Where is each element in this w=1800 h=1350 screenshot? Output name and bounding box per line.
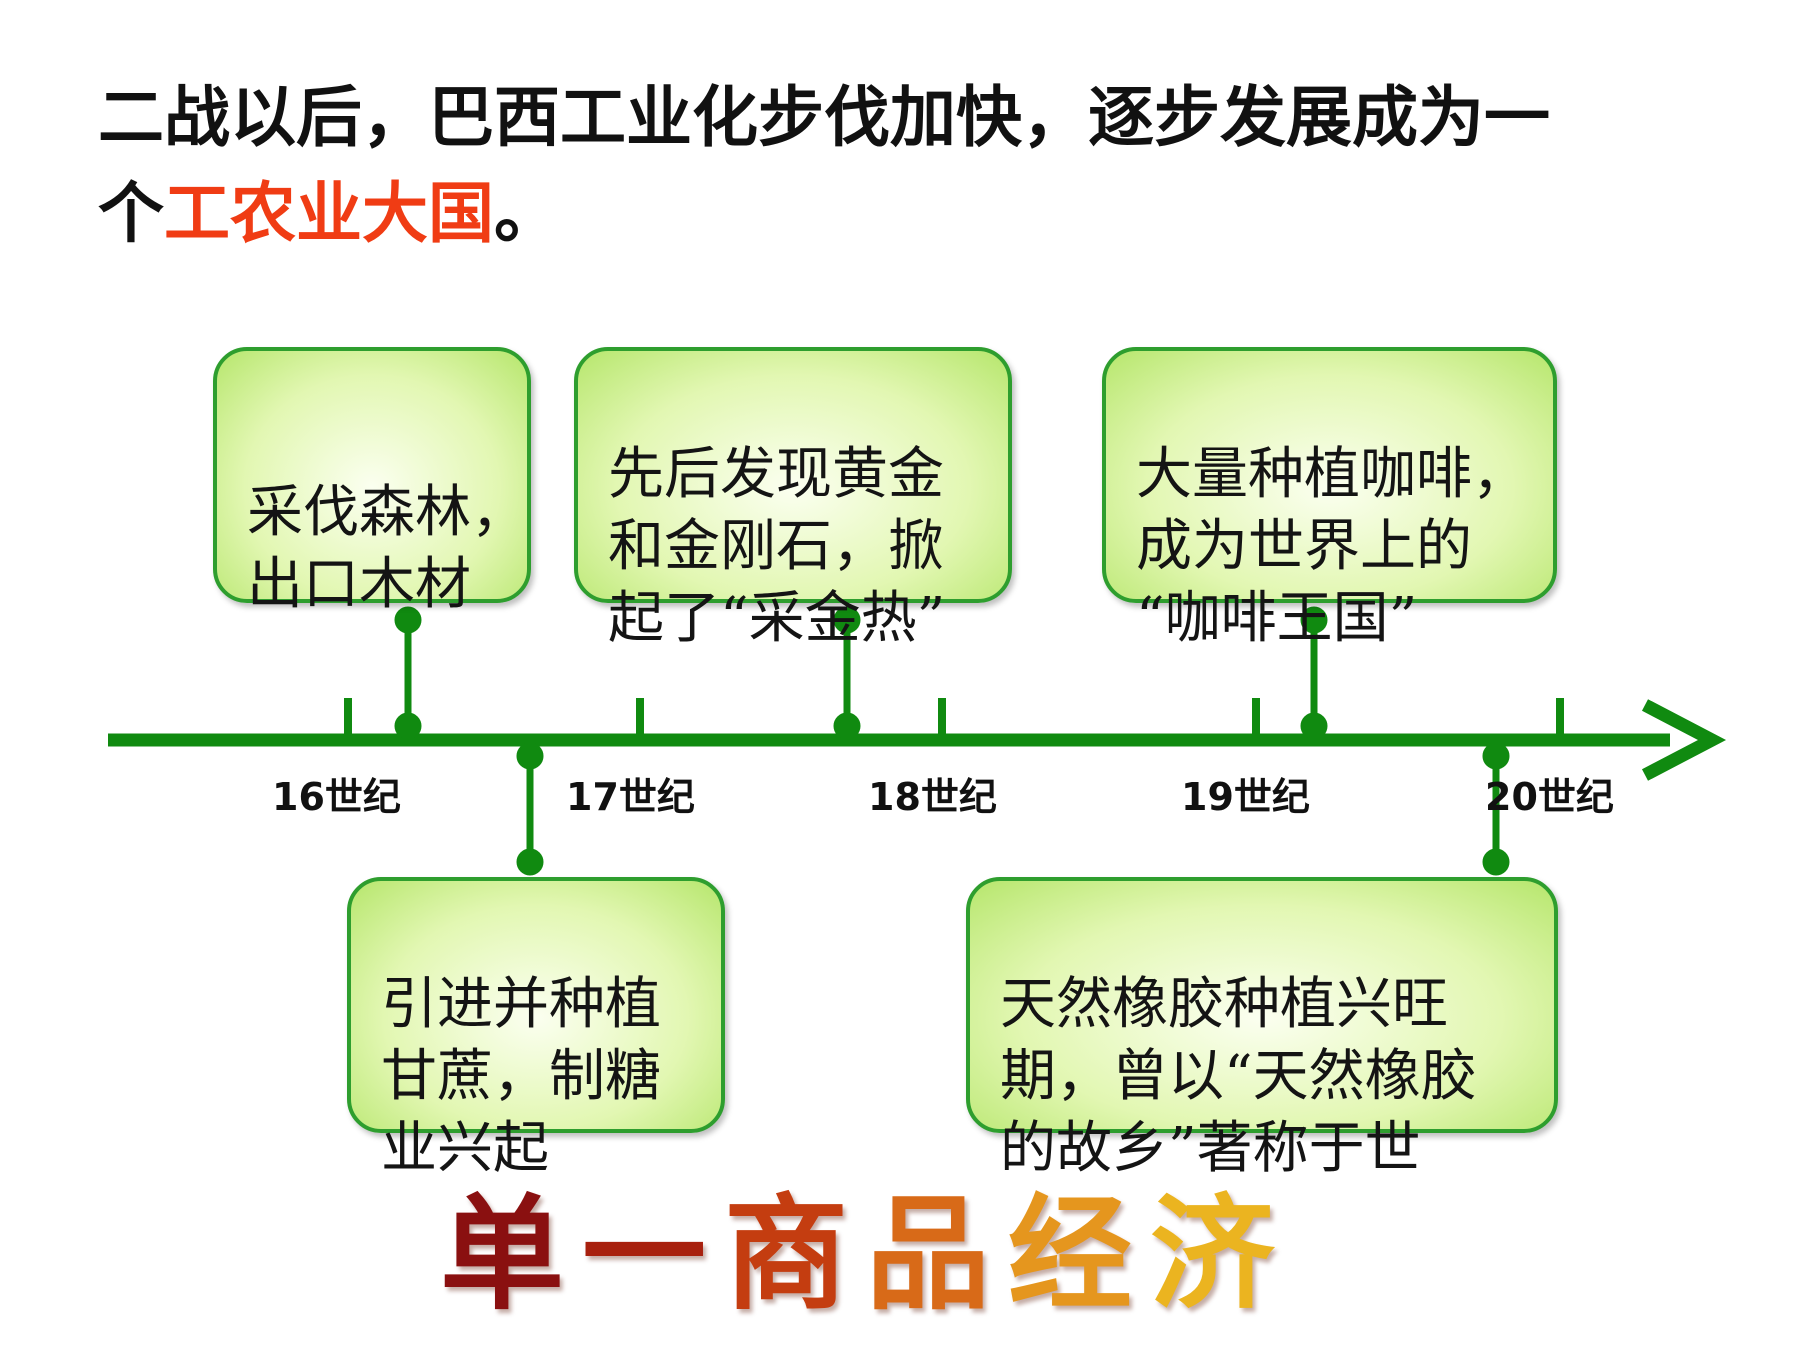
century-label: 18世纪 [868, 775, 997, 819]
headline-highlight: 工农业大国 [164, 175, 494, 252]
banner-char: 经 [1008, 1182, 1133, 1327]
connector-top [833, 606, 861, 740]
banner-char: 商 [724, 1182, 849, 1327]
connector-top [394, 606, 422, 740]
headline-prefix: 个 [98, 175, 164, 252]
event-box-coffee: 大量种植咖啡， 成为世界上的 “咖啡王国” [1102, 347, 1557, 651]
century-label: 16世纪 [272, 775, 401, 819]
headline: 二战以后，巴西工业化步伐加快，逐步发展成为一 个工农业大国。 [98, 70, 1738, 262]
banner-char: 单 [440, 1182, 565, 1327]
century-label: 20世纪 [1485, 775, 1614, 819]
headline-line-1: 二战以后，巴西工业化步伐加快，逐步发展成为一 [98, 79, 1550, 156]
banner-char: 品 [866, 1182, 991, 1327]
connector-bottom [1482, 742, 1510, 876]
event-text: 引进并种植 甘蔗，制糖 业兴起 [381, 972, 661, 1181]
event-text: 先后发现黄金 和金刚石，掀 起了“采金热” [608, 442, 946, 651]
connector-bottom [516, 742, 544, 876]
event-box-rubber: 天然橡胶种植兴旺 期，曾以“天然橡胶 的故乡”著称于世 [966, 877, 1558, 1181]
century-label: 19世纪 [1181, 775, 1310, 819]
event-text: 天然橡胶种植兴旺 期，曾以“天然橡胶 的故乡”著称于世 [1000, 972, 1477, 1181]
headline-line-2: 个工农业大国。 [98, 166, 1738, 262]
banner-char: 济 [1150, 1182, 1275, 1327]
banner-title: 单 一 商 品 经 济 [440, 1180, 1340, 1330]
timeline-arrowhead [1641, 699, 1727, 781]
century-label: 17世纪 [566, 775, 695, 819]
connector-top [1300, 606, 1328, 740]
event-box-gold-rush: 先后发现黄金 和金刚石，掀 起了“采金热” [574, 347, 1012, 651]
event-text: 采伐森林， 出口木材 [247, 480, 527, 617]
headline-suffix: 。 [494, 175, 560, 252]
banner-char: 一 [582, 1182, 707, 1327]
event-box-sugarcane: 引进并种植 甘蔗，制糖 业兴起 [347, 877, 725, 1181]
event-box-logging: 采伐森林， 出口木材 [213, 347, 531, 617]
event-text: 大量种植咖啡， 成为世界上的 “咖啡王国” [1136, 442, 1528, 651]
